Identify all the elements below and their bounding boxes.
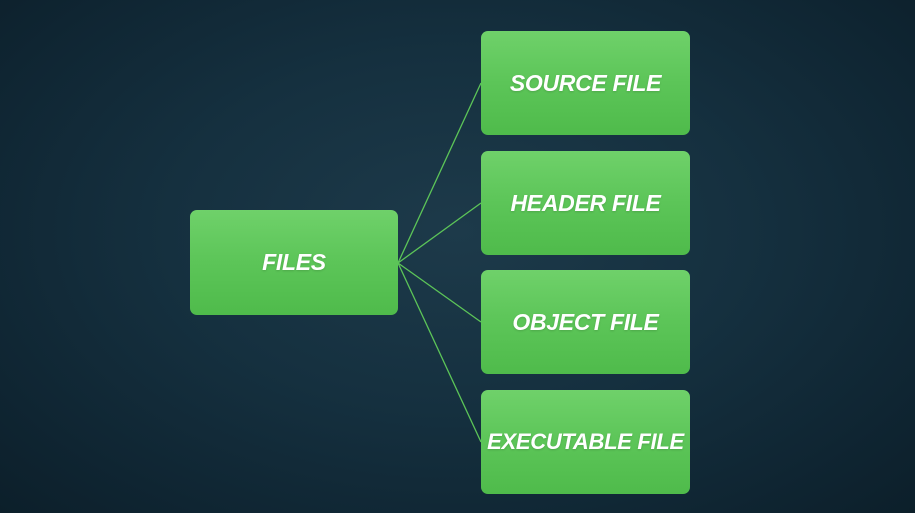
connector-header-file [397,202,482,264]
child-node-source-file: SOURCE FILE [481,31,690,135]
child-node-label: HEADER FILE [510,189,661,216]
connector-source-file [397,82,482,264]
connector-executable-file [397,262,482,443]
child-node-label: EXECUTABLE FILE [487,429,684,454]
connector-object-file [397,262,482,323]
root-node-label: FILES [262,249,326,275]
child-node-label: SOURCE FILE [509,69,662,96]
child-node-executable-file: EXECUTABLE FILE [481,390,690,494]
child-node-label: OBJECT FILE [512,308,659,335]
root-node-files: FILES [190,210,398,315]
child-node-header-file: HEADER FILE [481,151,690,255]
child-node-object-file: OBJECT FILE [481,270,690,374]
